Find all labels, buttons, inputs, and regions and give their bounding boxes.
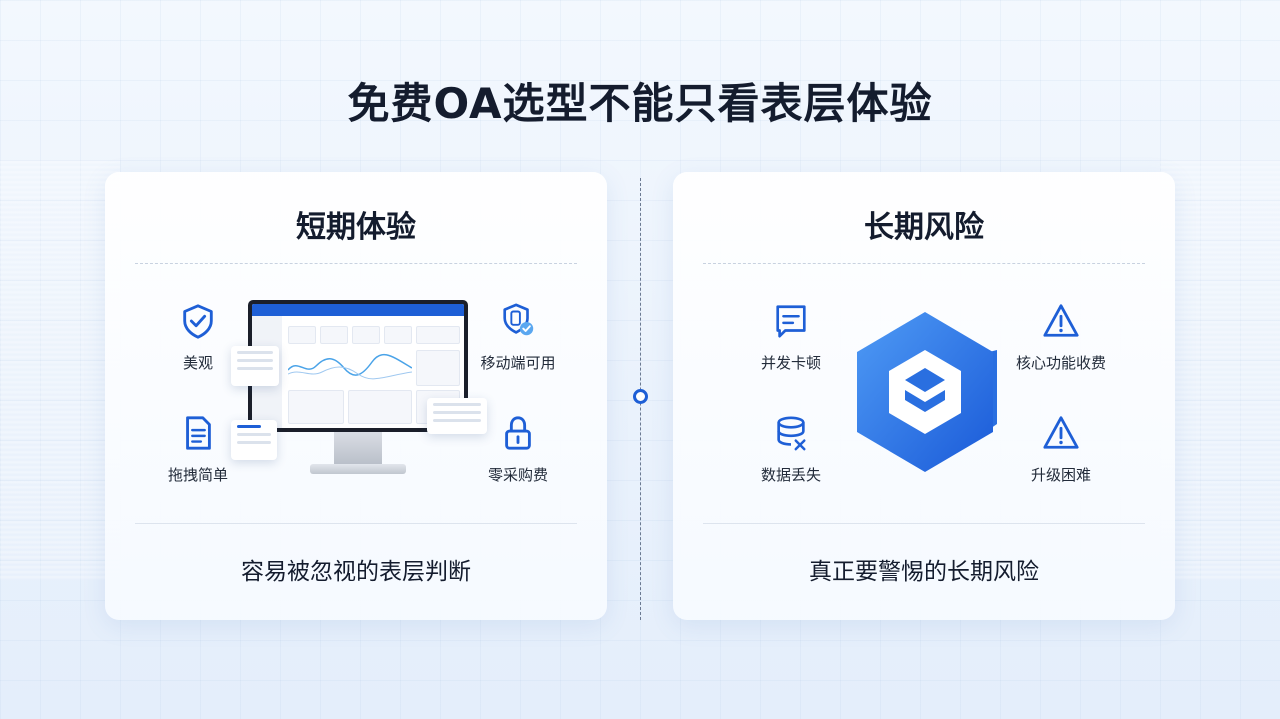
floating-panel — [231, 346, 279, 386]
feature-mobile: 移动端可用 — [463, 302, 573, 373]
long-term-title: 长期风险 — [864, 210, 984, 245]
feature-beauty: 美观 — [143, 302, 253, 373]
monitor-stand — [334, 432, 382, 466]
long-term-footer: 真正要警惕的长期风险 — [809, 559, 1039, 585]
short-term-title: 短期体验 — [296, 210, 416, 245]
feature-free: 零采购费 — [463, 414, 573, 485]
feature-label: 数据丢失 — [760, 466, 821, 484]
center-divider-dot — [633, 389, 648, 404]
short-term-footer: 容易被忽视的表层判断 — [241, 559, 471, 585]
dashboard-monitor-illustration — [248, 300, 470, 490]
feature-drag: 拖拽简单 — [143, 414, 253, 485]
background-light-streaks-right — [1160, 160, 1280, 580]
floating-panel — [231, 420, 277, 460]
feature-label: 并发卡顿 — [760, 354, 821, 372]
message-icon — [776, 305, 806, 338]
lock-icon — [505, 416, 531, 450]
line-chart-thumbnail — [288, 353, 412, 380]
page-title: 免费OA选型不能只看表层体验 — [347, 79, 933, 128]
monitor-base — [310, 464, 406, 474]
feature-label: 核心功能收费 — [1015, 354, 1106, 372]
feature-core-paid: 核心功能收费 — [1006, 302, 1116, 373]
database-icon — [777, 416, 806, 451]
feature-concurrency-lag: 并发卡顿 — [736, 302, 846, 373]
divider-dashed — [135, 263, 577, 264]
short-term-card: 短期体验 美观 移动端可用 拖拽简单 零采购费 — [105, 172, 607, 620]
feature-label: 美观 — [182, 354, 213, 372]
feature-upgrade-hard: 升级困难 — [1006, 414, 1116, 485]
feature-label: 移动端可用 — [480, 354, 556, 372]
floating-panel — [427, 398, 487, 434]
hex-cube-logo-icon — [857, 312, 997, 472]
long-term-card: 长期风险 并发卡顿 核心功能收费 数据丢失 升级困 — [673, 172, 1175, 620]
background-light-streaks-left — [0, 160, 120, 580]
feature-label: 零采购费 — [487, 466, 548, 484]
divider-solid — [135, 523, 577, 524]
warning-icon — [1043, 304, 1079, 337]
divider-solid — [703, 523, 1145, 524]
divider-dashed — [703, 263, 1145, 264]
warning-icon — [1043, 416, 1079, 449]
shield-check-icon — [183, 304, 213, 339]
feature-data-loss: 数据丢失 — [736, 414, 846, 485]
feature-label: 升级困难 — [1030, 466, 1091, 484]
feature-label: 拖拽简单 — [167, 466, 228, 484]
mobile-shield-icon — [503, 303, 534, 336]
document-icon — [186, 416, 211, 450]
